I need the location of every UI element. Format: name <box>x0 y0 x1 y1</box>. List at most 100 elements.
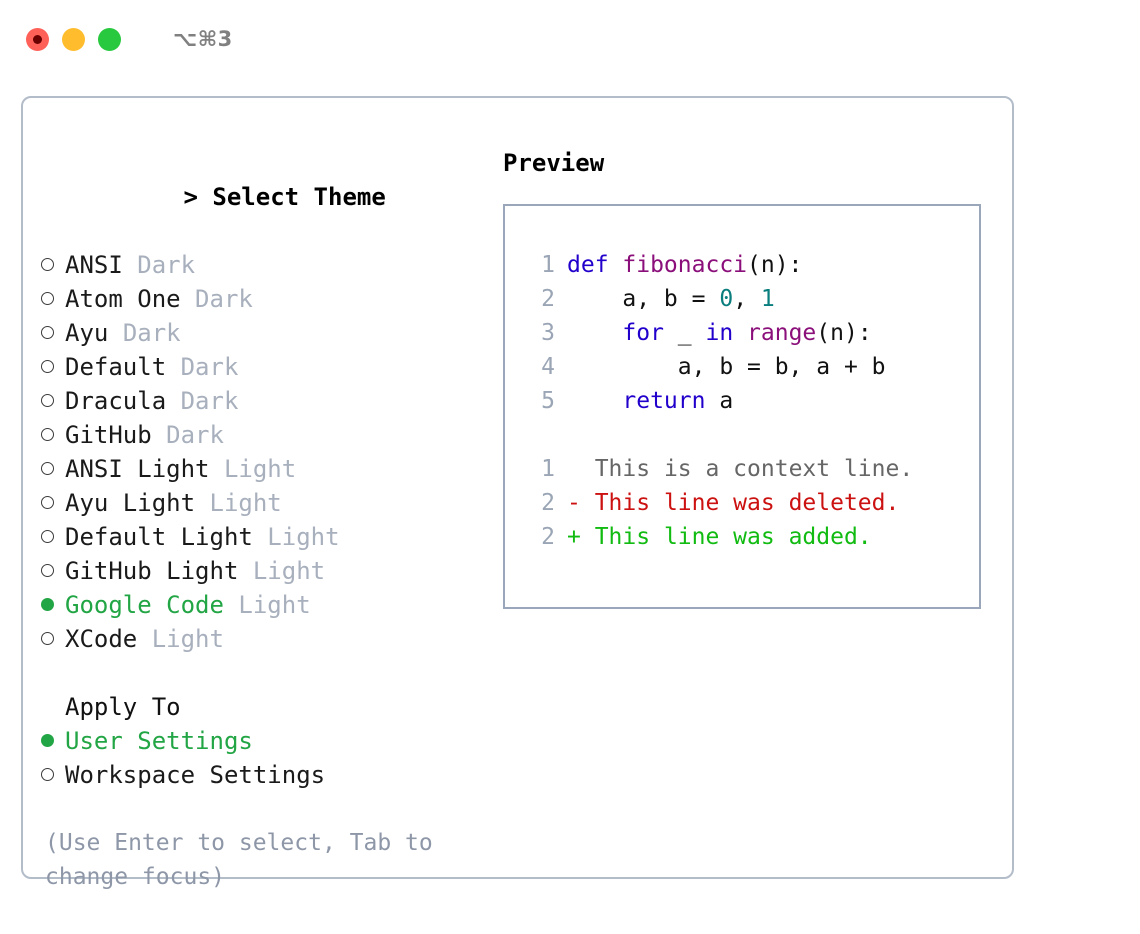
line-number: 1 <box>541 252 555 278</box>
theme-name: Atom One <box>65 285 181 313</box>
diff-text: This line was deleted. <box>594 490 900 516</box>
apply-to-option-label: Workspace Settings <box>65 761 326 789</box>
code-token: def <box>567 252 623 278</box>
code-token <box>733 320 747 346</box>
traffic-lights <box>26 27 121 51</box>
theme-name: Default Light <box>65 523 253 551</box>
select-theme-header: > Select Theme <box>39 146 503 248</box>
theme-name: Dracula <box>65 387 167 415</box>
code-line: 5 return a <box>505 384 979 418</box>
theme-list-item[interactable]: Default Light Light <box>39 520 503 554</box>
theme-name: Default <box>65 353 167 381</box>
code-line: 3 for _ in range(n): <box>505 316 979 350</box>
code-line: 2 a, b = 0, 1 <box>505 282 979 316</box>
theme-tag: Light <box>267 523 340 551</box>
theme-tag: Dark <box>180 387 239 415</box>
code-token <box>567 388 622 414</box>
theme-list-item-selected[interactable]: Google Code Light <box>39 588 503 622</box>
theme-name: GitHub <box>65 421 152 449</box>
preview-column: Preview 1 def fibonacci(n): 2 a, b = 0, … <box>503 98 1012 877</box>
code-token: a, b = <box>567 286 720 312</box>
apply-to-header: Apply To <box>65 693 181 721</box>
theme-tag: Dark <box>180 353 239 381</box>
spacer <box>39 656 503 690</box>
diff-text: This line was added. <box>594 524 872 550</box>
window-titlebar: ⌥⌘3 <box>0 0 1140 78</box>
code-token: (n): <box>816 320 872 346</box>
theme-list-item[interactable]: ANSI Light Light <box>39 452 503 486</box>
line-number: 5 <box>541 388 555 414</box>
theme-list-item[interactable]: Ayu Dark <box>39 316 503 350</box>
page-title: Select Theme <box>212 183 386 211</box>
diff-line-deleted: 2 - This line was deleted. <box>505 486 979 520</box>
spacer <box>505 418 979 452</box>
theme-tag: Dark <box>137 251 196 279</box>
theme-list-item[interactable]: XCode Light <box>39 622 503 656</box>
theme-tag: Dark <box>166 421 224 449</box>
theme-tag: Light <box>238 591 311 619</box>
code-sample: 1 def fibonacci(n): 2 a, b = 0, 1 3 for … <box>505 248 979 418</box>
theme-list-item[interactable]: GitHub Light Light <box>39 554 503 588</box>
theme-tag: Dark <box>122 319 181 347</box>
theme-list: ANSI Dark Atom One Dark Ayu <box>39 248 503 656</box>
diff-text: This is a context line. <box>594 456 914 482</box>
code-token <box>567 320 622 346</box>
preview-box: 1 def fibonacci(n): 2 a, b = 0, 1 3 for … <box>503 204 981 609</box>
code-token: , <box>733 286 761 312</box>
line-number: 1 <box>541 456 555 482</box>
code-token: for <box>622 320 664 346</box>
theme-tag: Light <box>223 455 297 483</box>
theme-name: XCode <box>65 625 138 653</box>
minimize-window-button[interactable] <box>62 27 85 51</box>
theme-name: ANSI <box>65 251 123 279</box>
diff-sign <box>567 452 595 486</box>
theme-tag: Light <box>151 625 224 653</box>
apply-to-list: User Settings Workspace Settings <box>39 724 503 792</box>
code-token: range <box>747 320 817 346</box>
theme-list-item[interactable]: Default Dark <box>39 350 503 384</box>
code-line: 4 a, b = b, a + b <box>505 350 979 384</box>
maximize-window-button[interactable] <box>98 27 121 51</box>
theme-list-item[interactable]: ANSI Dark <box>39 248 503 282</box>
theme-name: ANSI Light <box>65 455 210 483</box>
theme-name: Google Code <box>65 591 224 619</box>
code-token: 1 <box>760 286 775 312</box>
diff-line-added: 2 + This line was added. <box>505 520 979 554</box>
keyboard-shortcut-label: ⌥⌘3 <box>173 27 233 51</box>
theme-list-item[interactable]: GitHub Dark <box>39 418 503 452</box>
preview-title: Preview <box>503 149 605 177</box>
theme-list-item[interactable]: Dracula Dark <box>39 384 503 418</box>
theme-list-item[interactable]: Ayu Light Light <box>39 486 503 520</box>
theme-tag: Light <box>252 557 326 585</box>
code-token: in <box>705 320 734 346</box>
code-token: a, b = b, a + b <box>567 354 886 380</box>
theme-list-item[interactable]: Atom One Dark <box>39 282 503 316</box>
theme-tag: Light <box>209 489 282 517</box>
theme-picker-column: > Select Theme ANSI Dark Atom One Dark <box>23 98 503 890</box>
code-token: return <box>622 388 706 414</box>
theme-name: GitHub Light <box>65 557 239 585</box>
code-token: 0 <box>719 286 734 312</box>
close-window-button[interactable] <box>26 27 49 51</box>
apply-to-option-workspace-settings[interactable]: Workspace Settings <box>39 758 503 792</box>
diff-sign: + <box>567 524 595 550</box>
code-token: a <box>705 388 734 414</box>
diff-line-context: 1 This is a context line. <box>505 452 979 486</box>
apply-to-option-user-settings[interactable]: User Settings <box>39 724 503 758</box>
code-token: (n): <box>747 252 803 278</box>
code-line: 1 def fibonacci(n): <box>505 248 979 282</box>
code-token: _ <box>663 320 706 346</box>
code-token: fibonacci <box>622 252 748 278</box>
line-number: 2 <box>541 524 555 550</box>
line-number: 2 <box>541 490 555 516</box>
main-panel: > Select Theme ANSI Dark Atom One Dark <box>21 96 1014 890</box>
line-number: 3 <box>541 320 555 346</box>
diff-sign: - <box>567 490 595 516</box>
apply-to-option-label: User Settings <box>65 727 253 755</box>
keyboard-hint-text: (Use Enter to select, Tab to change focu… <box>45 830 447 890</box>
caret-icon: > <box>183 183 198 211</box>
theme-name: Ayu Light <box>65 489 196 517</box>
line-number: 2 <box>541 286 555 312</box>
diff-sample: 1 This is a context line. 2 - This line … <box>505 452 979 554</box>
